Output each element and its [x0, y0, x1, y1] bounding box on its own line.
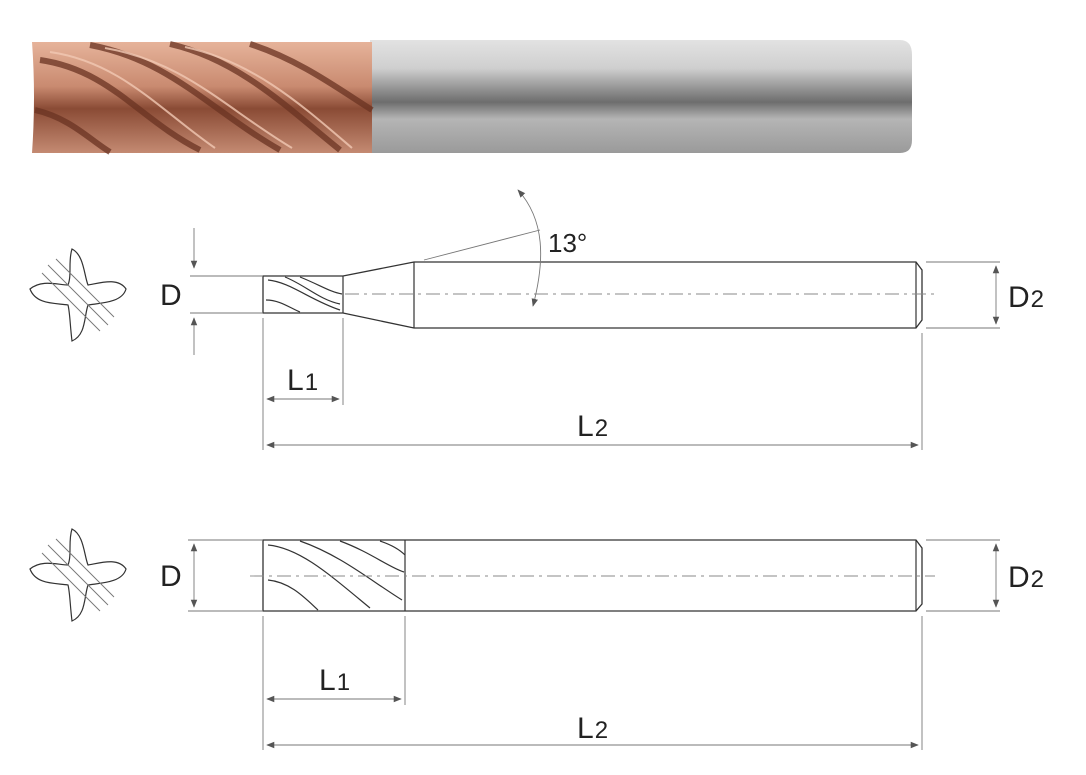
tool-outline-top [262, 261, 923, 329]
flutes-bottom [267, 540, 406, 611]
d-label: D [160, 279, 182, 312]
end-mill-photo [32, 40, 912, 155]
cross-section-icon [29, 248, 127, 342]
l1-label: L1 [319, 664, 350, 697]
l2-label: L2 [577, 712, 608, 745]
angle-label: 13° [548, 228, 587, 258]
flutes-top [265, 276, 343, 313]
d2-label: D2 [1008, 281, 1044, 314]
shank [370, 40, 912, 153]
d-label: D [160, 560, 182, 593]
helix-flutes [34, 41, 374, 155]
cross-section-icon [29, 528, 127, 622]
l2-label: L2 [577, 410, 608, 443]
d2-label: D2 [1008, 561, 1044, 594]
diagram-top: D 13° D2 L1 L2 [29, 189, 1044, 450]
l1-label: L1 [287, 364, 318, 397]
diagram-bottom: D D2 L1 L2 [29, 528, 1044, 750]
